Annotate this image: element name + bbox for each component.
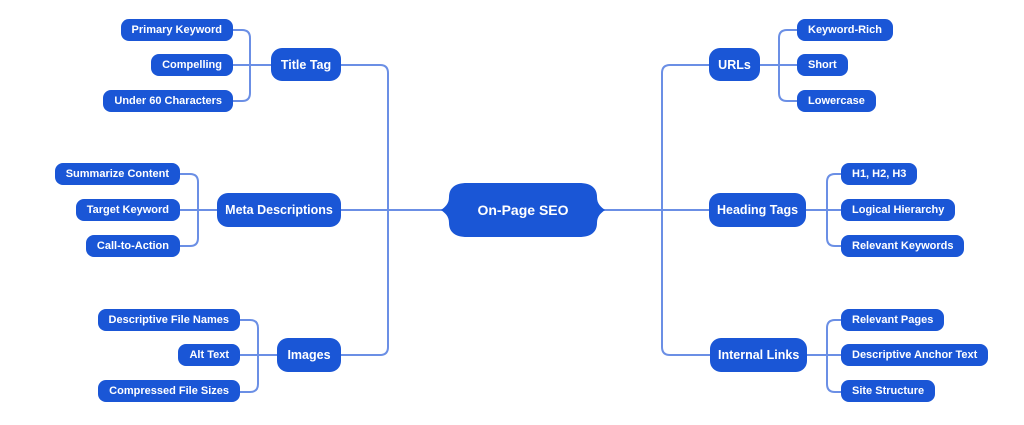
node-primary-keyword: Primary Keyword xyxy=(120,19,233,41)
node-meta-descriptions: Meta Descriptions xyxy=(217,193,341,227)
node-internal-links: Internal Links xyxy=(710,338,808,372)
node-target-keyword: Target Keyword xyxy=(75,199,180,221)
node-descriptive-file-names: Descriptive File Names xyxy=(97,309,240,331)
node-compressed-file-sizes: Compressed File Sizes xyxy=(98,380,240,402)
node-relevant-keywords: Relevant Keywords xyxy=(841,235,965,257)
node-h1-h2-h3: H1, H2, H3 xyxy=(841,163,918,185)
node-title-tag: Title Tag xyxy=(271,48,341,81)
node-alt-text: Alt Text xyxy=(178,344,240,366)
node-descriptive-anchor-text: Descriptive Anchor Text xyxy=(841,344,989,366)
center-node-shape xyxy=(441,183,605,237)
center-node-label: On-Page SEO xyxy=(477,202,569,218)
node-logical-hierarchy: Logical Hierarchy xyxy=(841,199,956,221)
node-urls: URLs xyxy=(709,48,760,81)
connector-left-trunk xyxy=(334,64,389,356)
node-heading-tags: Heading Tags xyxy=(709,193,807,227)
node-relevant-pages: Relevant Pages xyxy=(841,309,945,331)
node-lowercase: Lowercase xyxy=(797,90,876,112)
node-keyword-rich: Keyword-Rich xyxy=(797,19,893,41)
connector-heading-children xyxy=(826,173,848,247)
node-short: Short xyxy=(797,54,848,76)
node-compelling: Compelling xyxy=(151,54,233,76)
node-summarize-content: Summarize Content xyxy=(54,163,180,185)
node-on-page-seo: On-Page SEO xyxy=(441,183,605,237)
node-under-60-characters: Under 60 Characters xyxy=(103,90,233,112)
node-images: Images xyxy=(277,338,341,372)
node-site-structure: Site Structure xyxy=(841,380,936,402)
node-call-to-action: Call-to-Action xyxy=(85,235,180,257)
